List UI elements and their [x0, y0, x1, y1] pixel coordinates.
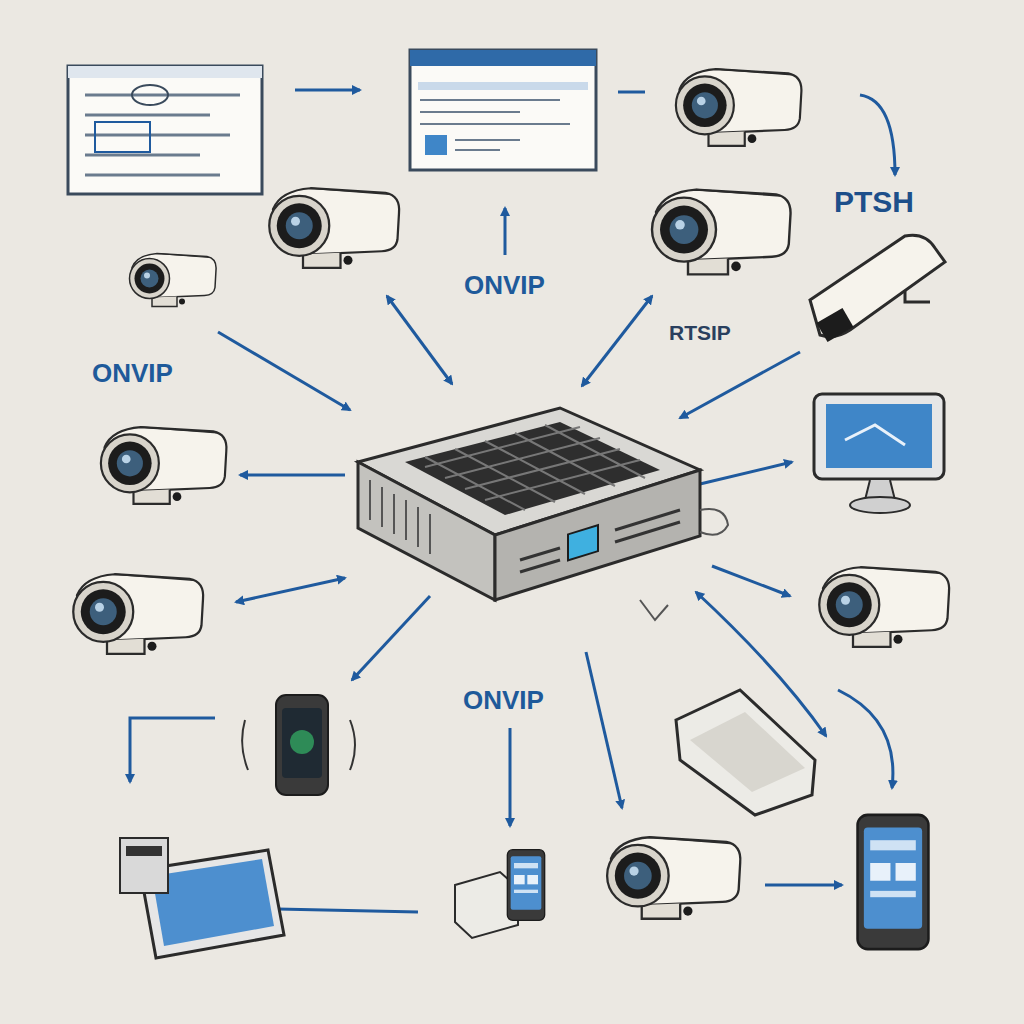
tablet [120, 838, 284, 958]
smartphone [858, 815, 929, 949]
software-window [68, 66, 262, 194]
ip-camera [73, 69, 949, 919]
monitor [814, 394, 944, 513]
protocol-label: PTSH [831, 184, 917, 219]
network-video-recorder [358, 408, 728, 620]
protocol-label: ONVIP [89, 358, 176, 389]
connection-arrows [130, 90, 895, 912]
router [455, 850, 545, 938]
protocol-label: ONVIP [460, 685, 547, 716]
encoder-box [676, 690, 815, 815]
protocol-label: ONVIP [461, 270, 548, 301]
handheld-device [242, 695, 355, 795]
box-camera [810, 235, 945, 342]
software-window [410, 50, 596, 170]
protocol-label: RTSIP [666, 320, 734, 345]
